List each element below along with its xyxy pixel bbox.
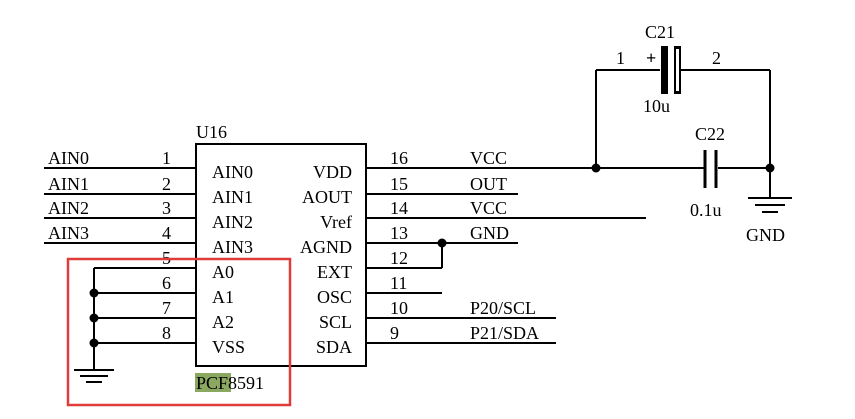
right-pin-16: VDD 16 VCC: [313, 148, 507, 182]
pin-number: 13: [390, 223, 408, 243]
ground-symbol-left: [74, 369, 114, 383]
pin-name: AIN3: [212, 237, 253, 257]
ic-part-suffix: 8591: [228, 373, 264, 393]
c21-value: 10u: [643, 96, 670, 116]
pin-number: 7: [162, 298, 171, 318]
highlight-box: [66, 257, 292, 407]
c22-value: 0.1u: [690, 200, 722, 220]
pin-number: 6: [162, 273, 171, 293]
c22-ref: C22: [695, 124, 725, 144]
capacitor-c21: C21 1 + 2 10u: [595, 22, 771, 168]
right-pin-9: SDA 9 P21/SDA: [316, 323, 556, 357]
pin-name: SDA: [316, 337, 352, 357]
net-label-ain0: AIN0: [48, 148, 89, 168]
pin-name: A1: [212, 287, 234, 307]
right-pin-11: OSC 11: [317, 273, 442, 307]
pin-number: 3: [162, 198, 171, 218]
junction-dot: [437, 238, 447, 248]
junction-dot: [89, 313, 99, 323]
right-pin-14: Vref 14 VCC: [320, 198, 646, 232]
pin-name: AOUT: [302, 187, 352, 207]
junction-dot: [89, 338, 99, 348]
polarity-plus: +: [646, 48, 656, 68]
pin-number: 16: [390, 148, 408, 168]
pin-number: 11: [390, 273, 407, 293]
pin-number: 4: [162, 223, 171, 243]
net-label-ain2: AIN2: [48, 198, 89, 218]
net-label-out: OUT: [470, 174, 507, 194]
left-pin-6: 6 A1: [94, 273, 234, 307]
pin-name: Vref: [320, 212, 352, 232]
net-label-vcc: VCC: [470, 198, 507, 218]
net-label-p21-sda: P21/SDA: [470, 323, 539, 343]
pin-number: 2: [162, 174, 171, 194]
pin-number: 8: [162, 323, 171, 343]
left-pin-7: 7 A2: [94, 298, 234, 332]
ic-part-label: PCF8591: [196, 373, 264, 393]
pin-name: AIN0: [212, 162, 253, 182]
pin-name: VSS: [212, 337, 245, 357]
pin-name: AGND: [300, 237, 352, 257]
pin-name: OSC: [317, 287, 352, 307]
pin-name: A0: [212, 262, 234, 282]
net-label-ain1: AIN1: [48, 174, 89, 194]
net-label-gnd: GND: [470, 223, 509, 243]
ic-body: [195, 143, 367, 367]
pin-number: 15: [390, 174, 408, 194]
pin-number: 1: [162, 148, 171, 168]
pin-number: 14: [390, 198, 408, 218]
net-label-ain3: AIN3: [48, 223, 89, 243]
pin-name: SCL: [319, 312, 352, 332]
pin-name: AIN1: [212, 187, 253, 207]
pin-number: 9: [390, 323, 399, 343]
net-label-vcc: VCC: [470, 148, 507, 168]
pin-name: AIN2: [212, 212, 253, 232]
left-pin-8: 8 VSS: [94, 323, 245, 357]
right-pin-10: SCL 10 P20/SCL: [319, 298, 556, 332]
ic-ref-label: U16: [196, 122, 227, 142]
ic-part-prefix: PCF: [196, 373, 228, 393]
right-pin-12: EXT 12: [317, 248, 442, 282]
capacitor-c22: C22 0.1u: [690, 124, 725, 220]
c21-ref: C21: [645, 22, 675, 42]
junction-dot: [89, 288, 99, 298]
right-pin-15: AOUT 15 OUT: [302, 174, 518, 207]
c21-pin2: 2: [712, 48, 721, 68]
left-pin-2: AIN1 2 AIN1: [44, 174, 253, 207]
net-label-p20-scl: P20/SCL: [470, 298, 536, 318]
left-pin-4: AIN3 4 AIN3: [44, 223, 253, 257]
pin-number: 10: [390, 298, 408, 318]
part-name-highlight: [195, 373, 231, 392]
c21-pin1: 1: [616, 48, 625, 68]
ground-symbol-right: [748, 168, 792, 213]
left-pin-3: AIN2 3 AIN2: [44, 198, 253, 232]
pin-name: EXT: [317, 262, 352, 282]
pin-name: A2: [212, 312, 234, 332]
left-pin-1: AIN0 1 AIN0: [44, 148, 253, 182]
pin-name: VDD: [313, 162, 352, 182]
gnd-label: GND: [746, 225, 785, 245]
pin-number: 12: [390, 248, 408, 268]
